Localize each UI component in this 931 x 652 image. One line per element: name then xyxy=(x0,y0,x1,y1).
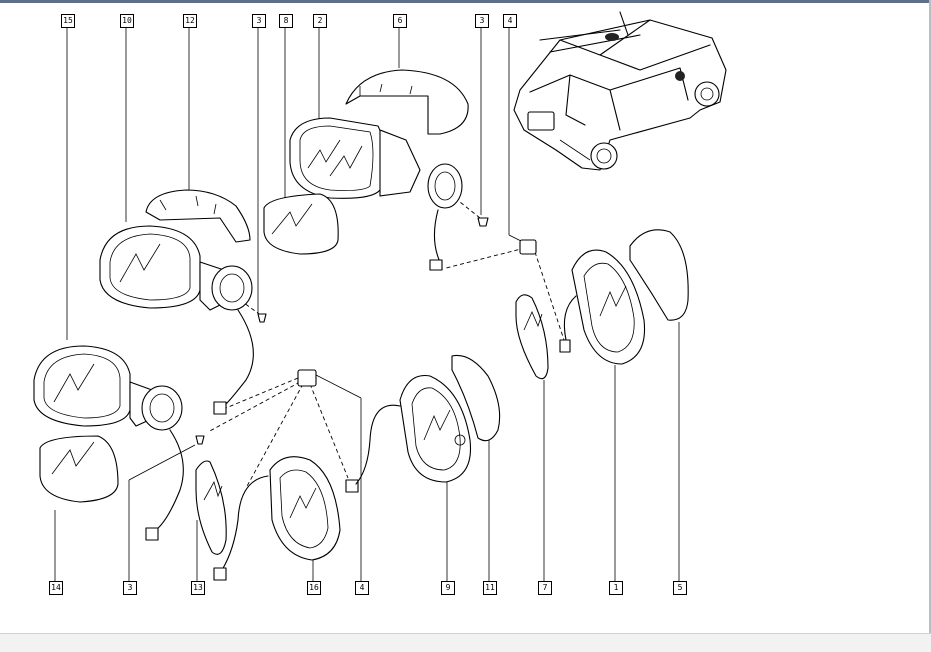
callout-11: 11 xyxy=(483,581,497,595)
part-8-glass xyxy=(263,193,339,255)
part-1-mirror xyxy=(559,249,646,365)
vehicle-location-illustration xyxy=(513,11,727,171)
assembly-dashed-lines xyxy=(207,197,565,489)
part-4-connector-upper xyxy=(519,239,537,255)
part-2-mirror-upper xyxy=(289,117,463,271)
part-5-cover xyxy=(629,229,689,321)
part-10-mirror xyxy=(99,225,267,415)
callout-4-top: 4 xyxy=(503,14,517,28)
part-14-glass xyxy=(39,435,119,503)
callout-1: 1 xyxy=(609,581,623,595)
callout-9: 9 xyxy=(441,581,455,595)
window-bottom-bar xyxy=(0,633,931,652)
part-7-glass xyxy=(515,294,549,380)
part-15-mirror xyxy=(33,345,205,541)
callout-13: 13 xyxy=(191,581,205,595)
callout-12: 12 xyxy=(183,14,197,28)
part-9-housing xyxy=(355,374,472,485)
part-13-glass xyxy=(195,460,227,555)
callout-3-bottom: 3 xyxy=(123,581,137,595)
callout-10: 10 xyxy=(120,14,134,28)
part-12-cover xyxy=(145,189,251,243)
callout-16: 16 xyxy=(307,581,321,595)
callout-8: 8 xyxy=(279,14,293,28)
callout-2: 2 xyxy=(313,14,327,28)
callout-3-top-right: 3 xyxy=(475,14,489,28)
callout-15: 15 xyxy=(61,14,75,28)
part-11-cover xyxy=(451,354,501,442)
callout-3-top-left: 3 xyxy=(252,14,266,28)
part-4-connector-lower xyxy=(297,369,359,493)
part-16-housing xyxy=(213,456,341,581)
window-right-scroll-edge xyxy=(929,0,931,651)
part-6-cover xyxy=(345,69,469,135)
callout-5: 5 xyxy=(673,581,687,595)
callout-7: 7 xyxy=(538,581,552,595)
callout-4-bottom: 4 xyxy=(355,581,369,595)
part-3-screw-upper xyxy=(477,217,489,227)
callout-14: 14 xyxy=(49,581,63,595)
callout-6: 6 xyxy=(393,14,407,28)
window-top-border xyxy=(0,0,931,3)
leader-lines xyxy=(54,27,680,581)
